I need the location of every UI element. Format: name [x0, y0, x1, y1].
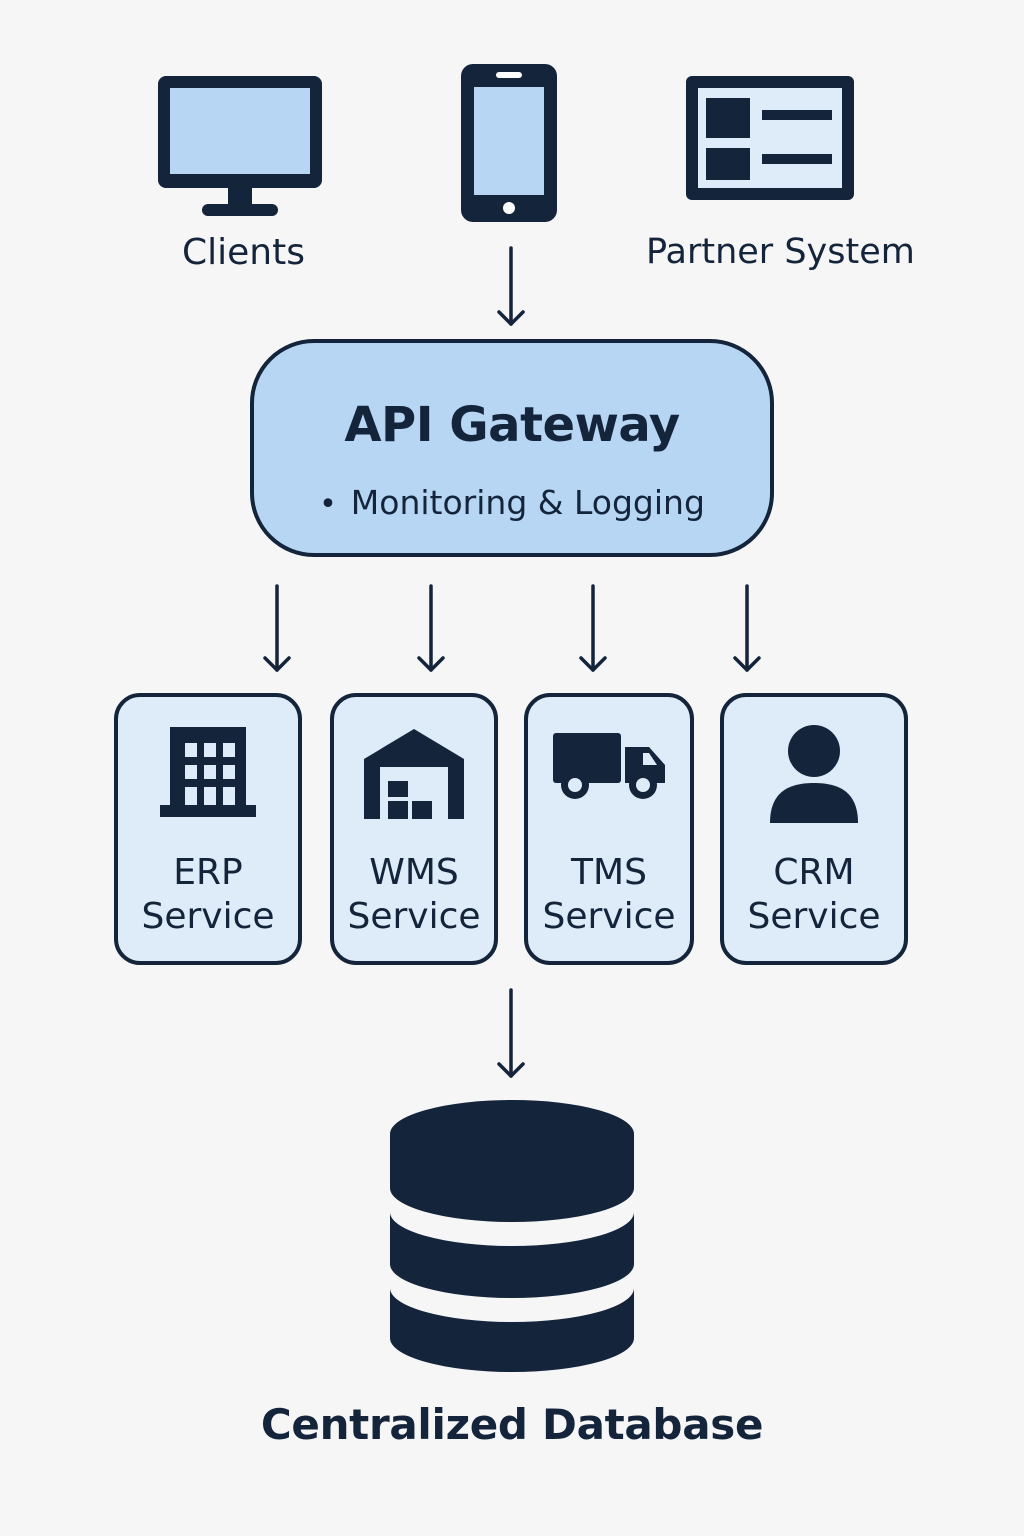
- crm-service-label: CRM Service: [724, 851, 904, 939]
- wms-service-label-line1: WMS: [369, 852, 459, 893]
- desktop-monitor-icon: [156, 74, 324, 218]
- wms-service-label: WMS Service: [334, 851, 494, 939]
- wms-service-card: WMS Service: [330, 693, 498, 965]
- clients-label: Clients: [182, 232, 305, 273]
- arrow-to-database: [496, 988, 526, 1080]
- user-icon: [766, 725, 862, 829]
- truck-icon: [549, 725, 669, 809]
- tms-service-label-line1: TMS: [571, 852, 647, 893]
- partner-system-label: Partner System: [646, 232, 915, 272]
- tms-service-label: TMS Service: [528, 851, 690, 939]
- mobile-phone-icon: [460, 63, 558, 223]
- partner-window-icon: [684, 74, 856, 202]
- crm-service-label-line1: CRM: [773, 852, 855, 893]
- crm-service-label-line2: Service: [747, 896, 881, 937]
- gateway-title: API Gateway: [344, 397, 680, 453]
- bullet-icon: •: [319, 487, 337, 522]
- arrow-to-crm: [732, 584, 762, 674]
- gateway-feature-label: Monitoring & Logging: [350, 483, 705, 522]
- tms-service-label-line2: Service: [542, 896, 676, 937]
- arrow-to-erp: [262, 584, 292, 674]
- wms-service-label-line2: Service: [347, 896, 481, 937]
- database-label: Centralized Database: [260, 1400, 764, 1449]
- warehouse-icon: [362, 725, 466, 825]
- gateway-feature-item: • Monitoring & Logging: [254, 483, 770, 522]
- building-icon: [160, 725, 256, 825]
- arrow-to-gateway: [496, 246, 526, 328]
- erp-service-label: ERP Service: [118, 851, 298, 939]
- api-gateway-box: API Gateway • Monitoring & Logging: [250, 339, 774, 557]
- arrow-to-wms: [416, 584, 446, 674]
- tms-service-card: TMS Service: [524, 693, 694, 965]
- crm-service-card: CRM Service: [720, 693, 908, 965]
- arrow-to-tms: [578, 584, 608, 674]
- erp-service-label-line2: Service: [141, 896, 275, 937]
- erp-service-card: ERP Service: [114, 693, 302, 965]
- erp-service-label-line1: ERP: [173, 852, 243, 893]
- database-icon: [388, 1098, 636, 1374]
